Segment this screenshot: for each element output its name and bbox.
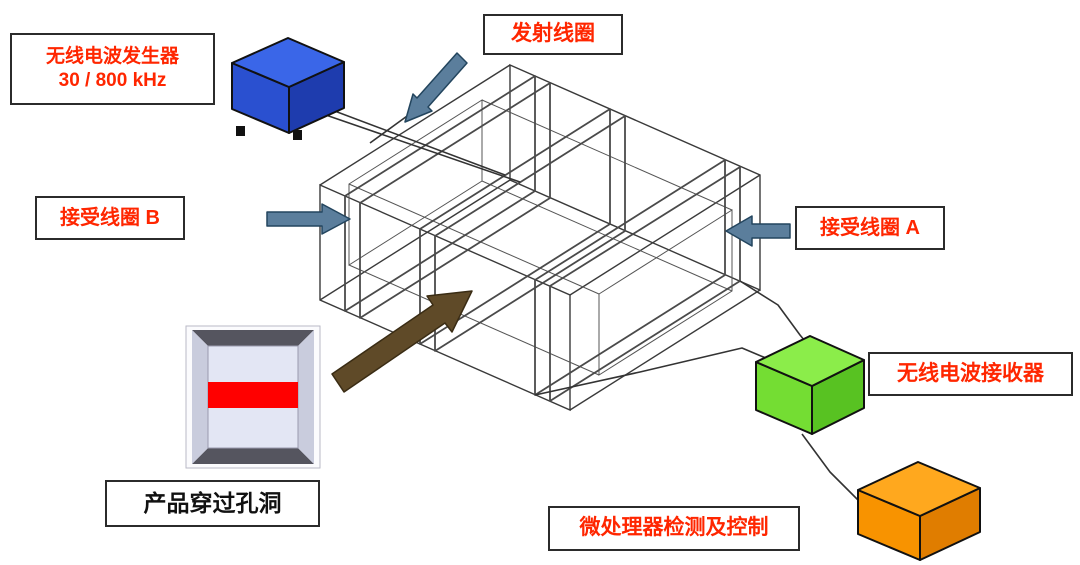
micro-box-top-face — [857, 461, 981, 517]
receive-coil-b-label: 接受线圈 B — [35, 196, 185, 240]
transmit-coil-label: 发射线圈 — [483, 14, 623, 55]
coil-b-arrow — [266, 203, 351, 235]
generator-wire — [315, 103, 521, 183]
product-label: 产品穿过孔洞 — [105, 480, 320, 527]
tunnel-inner-hole — [348, 99, 733, 376]
generator-box-top-face — [231, 37, 345, 88]
receiver-wire-1 — [534, 347, 781, 396]
receive-coil-a-label-text: 接受线圈 A — [820, 216, 920, 239]
transmit-coil-arrow — [404, 52, 468, 123]
product-stripe — [208, 382, 298, 408]
receiver-label-text: 无线电波接收器 — [897, 361, 1044, 385]
receiver-label: 无线电波接收器 — [868, 352, 1073, 396]
microprocessor-box-3d — [857, 461, 981, 561]
receive-coil-a-label: 接受线圈 A — [795, 206, 945, 250]
transmit-coil-label-text: 发射线圈 — [511, 22, 595, 46]
microprocessor-label: 微处理器检测及控制 — [548, 506, 800, 551]
receiver-box-top-face — [755, 335, 865, 387]
generator-box-3d — [231, 37, 345, 140]
receive-coil-b-label-text: 接受线圈 B — [60, 206, 160, 229]
micro-wire — [801, 433, 861, 503]
tunnel-wireframe — [319, 63, 761, 412]
receiver-box-3d — [755, 335, 865, 435]
generator-label-line2: 30 / 800 kHz — [58, 70, 167, 91]
generator-label-line1: 无线电波发生器 — [45, 46, 179, 68]
receive-coil-b — [344, 75, 551, 319]
product-photo — [185, 325, 321, 469]
product-arrow — [331, 290, 473, 393]
coil-a-arrow — [725, 215, 791, 247]
product-label-text: 产品穿过孔洞 — [143, 490, 282, 517]
generator-label: 无线电波发生器 30 / 800 kHz — [10, 33, 215, 105]
microprocessor-label-text: 微处理器检测及控制 — [579, 516, 769, 540]
